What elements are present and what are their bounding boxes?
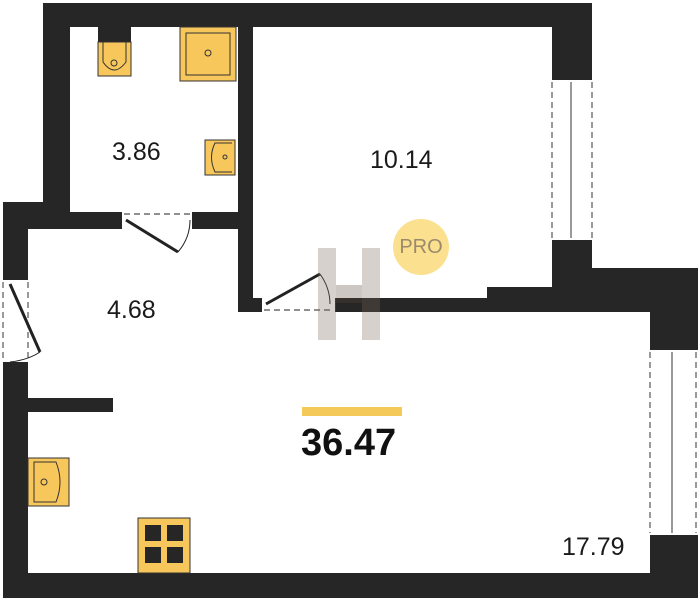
stove-icon: [137, 517, 191, 574]
walls: [3, 3, 698, 598]
room-area-hallway: 4.68: [107, 296, 156, 324]
bathroom-sink-icon: [204, 139, 236, 176]
room-area-bedroom: 10.14: [370, 146, 433, 174]
doors: [8, 213, 333, 363]
watermark-logo: [318, 248, 380, 340]
window-hallway: [2, 282, 29, 360]
kitchen-sink-icon: [27, 457, 70, 507]
window-living: [649, 352, 697, 533]
room-area-living-kitchen: 17.79: [562, 533, 625, 561]
shower-icon: [179, 26, 237, 82]
toilet-icon: [97, 25, 132, 77]
total-area-accent-bar: [302, 407, 402, 416]
pro-badge: PRO: [393, 219, 449, 275]
window-bedroom: [551, 82, 593, 238]
total-area: 36.47: [301, 422, 397, 464]
room-area-bathroom: 3.86: [112, 138, 161, 166]
